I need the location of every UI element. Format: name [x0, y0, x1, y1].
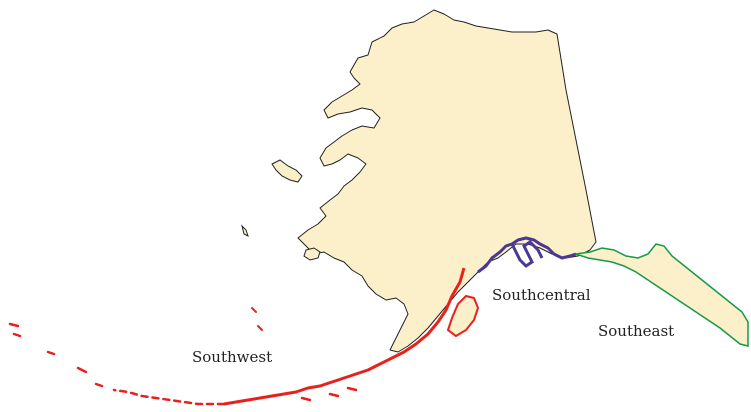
label-southwest: Southwest: [192, 348, 273, 366]
small-island: [241, 224, 249, 237]
southcentral-coast: [477, 236, 577, 274]
nunivak-island: [303, 247, 321, 261]
label-southeast: Southeast: [598, 322, 675, 340]
aleutian-chain: [112, 388, 226, 406]
southwest-coast: [223, 267, 466, 406]
kenai-loop: [510, 240, 544, 268]
kodiak-island: [446, 294, 480, 338]
southeast-panhandle: [575, 243, 749, 347]
pribilof-islands: [251, 307, 263, 331]
alaska-mainland: [297, 9, 597, 353]
label-southcentral: Southcentral: [492, 286, 591, 304]
shumagin-islands: [300, 386, 358, 402]
near-islands: [8, 322, 104, 388]
st-lawrence-island: [271, 159, 303, 183]
